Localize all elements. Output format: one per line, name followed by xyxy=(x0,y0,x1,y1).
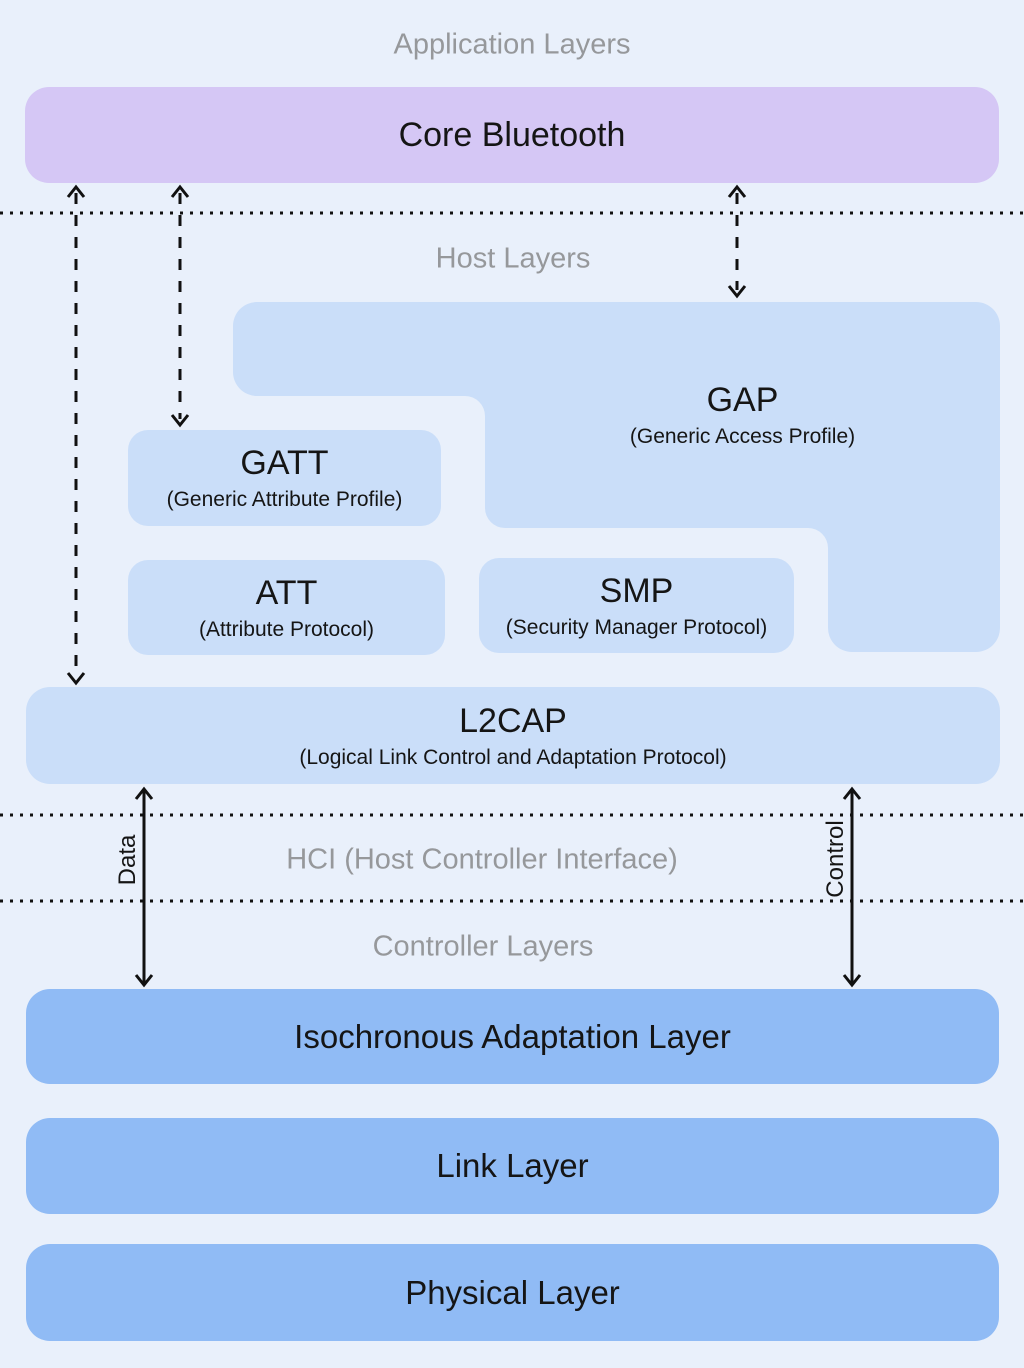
att-title: ATT xyxy=(255,573,318,612)
gatt-box: GATT (Generic Attribute Profile) xyxy=(128,430,441,526)
gap-shape-path xyxy=(233,302,1000,652)
gap-subtitle: (Generic Access Profile) xyxy=(629,425,856,448)
att-box: ATT (Attribute Protocol) xyxy=(128,560,445,655)
smp-subtitle: (Security Manager Protocol) xyxy=(505,615,768,639)
link-layer-title: Link Layer xyxy=(436,1147,589,1184)
control-channel-label: Control xyxy=(822,820,849,898)
l2cap-subtitle: (Logical Link Control and Adaptation Pro… xyxy=(299,745,727,769)
gatt-subtitle: (Generic Attribute Profile) xyxy=(166,488,403,511)
l2cap-title: L2CAP xyxy=(459,701,567,740)
isochronous-adaptation-layer-title: Isochronous Adaptation Layer xyxy=(294,1017,731,1055)
att-subtitle: (Attribute Protocol) xyxy=(198,617,375,641)
smp-title: SMP xyxy=(599,571,674,610)
data-channel-label: Data xyxy=(114,834,141,886)
application-layers-label: Application Layers xyxy=(393,28,631,61)
core-bluetooth-box: Core Bluetooth xyxy=(25,87,999,183)
gap-title: GAP xyxy=(706,381,779,419)
isochronous-adaptation-layer-box: Isochronous Adaptation Layer xyxy=(26,989,999,1084)
smp-box: SMP (Security Manager Protocol) xyxy=(479,558,794,653)
link-layer-box: Link Layer xyxy=(26,1118,999,1214)
hci-label: HCI (Host Controller Interface) xyxy=(286,843,678,876)
l2cap-box: L2CAP (Logical Link Control and Adaptati… xyxy=(26,687,1000,784)
controller-layers-label: Controller Layers xyxy=(372,930,594,963)
physical-layer-title: Physical Layer xyxy=(405,1273,620,1311)
host-layers-label: Host Layers xyxy=(435,242,591,275)
physical-layer-box: Physical Layer xyxy=(26,1244,999,1341)
core-bluetooth-title: Core Bluetooth xyxy=(398,116,626,154)
gatt-title: GATT xyxy=(240,444,329,482)
gap-box: GAP (Generic Access Profile) xyxy=(485,302,1000,528)
